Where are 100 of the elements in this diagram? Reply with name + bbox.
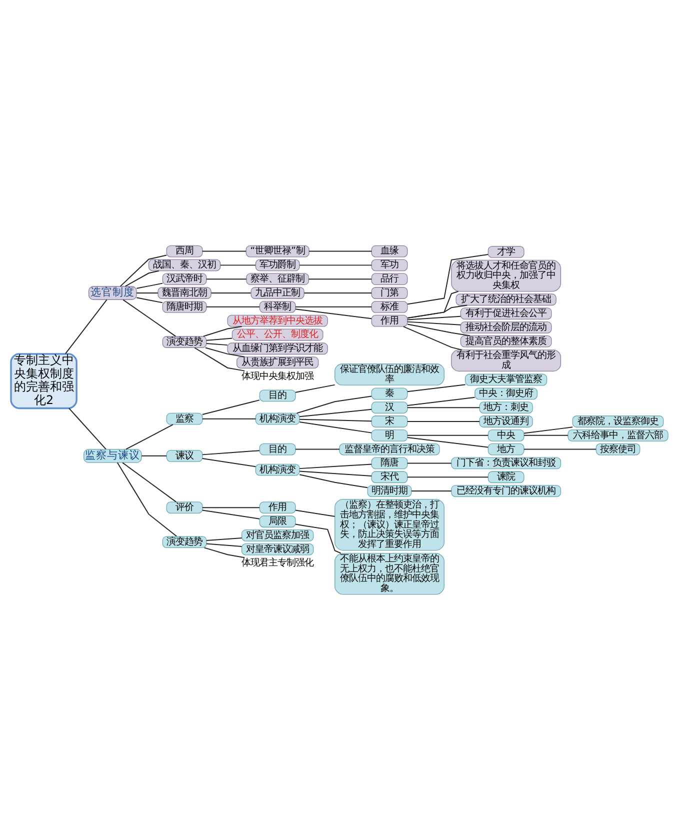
node-box: 地方设通判 — [479, 415, 533, 427]
connector — [202, 325, 242, 336]
connector — [206, 337, 233, 340]
connector — [299, 421, 372, 433]
node-box: 西周 — [166, 244, 203, 257]
connector — [64, 298, 108, 354]
node-box: 标准 — [371, 300, 408, 312]
connector — [308, 250, 372, 252]
node-box: 专制主义中央集权制度的完善和强化2 — [10, 352, 78, 409]
connector — [299, 418, 372, 422]
node-box: 品行 — [371, 272, 408, 285]
connector — [406, 434, 489, 436]
connector — [202, 509, 260, 519]
connector — [524, 426, 573, 434]
node-box: 提高官员的整体素质 — [460, 334, 552, 347]
connector — [402, 326, 463, 350]
node-box: “世卿世禄”制 — [246, 244, 310, 257]
connector — [524, 434, 568, 436]
node-box: 门下省：负责谏议和封驳 — [451, 456, 562, 469]
node-box: 魏晋南北朝 — [158, 286, 212, 298]
node-box: 地方 — [488, 442, 524, 455]
node-box: 从血缘门第到学识才能 — [227, 342, 328, 354]
node-box: 局限 — [259, 515, 296, 527]
node-box: 宋代 — [371, 470, 408, 483]
connector — [141, 454, 168, 456]
node-box: 目的 — [259, 389, 296, 402]
node-box: 军功爵制 — [255, 258, 300, 271]
node-box: 谏议 — [166, 449, 203, 462]
connector — [204, 346, 246, 357]
node-box: 中央 — [488, 428, 524, 441]
connector — [296, 395, 372, 414]
node-box: 察举、征辟制 — [246, 272, 310, 285]
connector — [295, 523, 342, 554]
node-box: 明清时期 — [367, 484, 412, 496]
connector — [407, 254, 489, 304]
connector — [295, 384, 336, 392]
connector — [304, 292, 372, 293]
node-box: 汉 — [371, 401, 408, 414]
node-box: 都察院，设监察御史 — [572, 415, 664, 427]
node-box: 九品中正制 — [250, 286, 304, 298]
node-box: 不能从根本上约束皇帝的无上权力，也不能杜绝官僚队伍中的腐败和低效现象。 — [334, 552, 444, 594]
node-box: 军功 — [371, 258, 408, 271]
connector — [202, 250, 246, 252]
node-box: 监察 — [166, 412, 203, 424]
node-box: 机构演变 — [255, 463, 300, 476]
connector — [299, 264, 372, 266]
node-box: 从地方举荐到中央选拔 — [227, 314, 328, 326]
connector — [206, 536, 242, 540]
node-box: 秦 — [371, 387, 408, 400]
node-box: 战国、秦、汉初 — [148, 258, 221, 271]
connector — [407, 304, 468, 318]
node-box: 谏院 — [488, 470, 524, 483]
connector — [68, 407, 106, 450]
connector — [407, 323, 470, 336]
connector — [125, 424, 174, 450]
node-box: 扩大了统治的社会基础 — [456, 293, 556, 306]
node-box: 有利于社会重学风气的形成 — [451, 349, 562, 371]
node-box: 明 — [371, 428, 408, 441]
connector — [406, 420, 480, 422]
connector — [124, 270, 160, 286]
node-box: 有利于促进社会公平 — [460, 307, 552, 319]
node-box: 门第 — [371, 286, 408, 298]
node-box: 监督皇帝的言行和决策 — [339, 442, 440, 455]
node-box: 监察与谏议 — [84, 448, 142, 462]
connector — [210, 292, 252, 293]
connector — [308, 278, 372, 280]
node-box: 隋唐 — [371, 456, 408, 469]
node-box: 将选拔人才和任命官员的权力收归中央，加强了中央集权 — [451, 259, 562, 292]
connector — [202, 450, 260, 455]
node-box: 作用 — [259, 501, 296, 514]
connector — [299, 474, 368, 488]
connector — [295, 306, 372, 307]
node-box: 公平、公开、制度化 — [232, 328, 324, 340]
connector — [204, 546, 246, 558]
connector — [202, 458, 256, 467]
connector — [295, 448, 340, 450]
node-box: （监察）在整顿吏治，打击地方割据，维护中央集权；（谏议）谏正皇帝过失，防止决策失误等方面发挥了重要作用 — [334, 498, 444, 550]
node-box: 推动社会阶层的流动 — [460, 320, 552, 333]
connector — [406, 320, 462, 325]
node-box: 目的 — [259, 442, 296, 455]
node-box: 按察使司 — [596, 442, 640, 455]
connector — [295, 509, 336, 516]
connector — [406, 462, 452, 464]
connector — [206, 542, 242, 547]
node-box: 六科给事中，监督六部 — [568, 428, 668, 441]
node-box: 对皇帝谏议减弱 — [241, 542, 314, 555]
node-text: 体现君主专制强化 — [242, 557, 314, 568]
node-box: 作用 — [371, 314, 408, 326]
connector — [136, 296, 163, 303]
node-box: 已经没有专门的谏议机构 — [451, 484, 562, 496]
node-box: 演变趋势 — [162, 336, 207, 348]
connector — [202, 506, 260, 508]
connector — [206, 278, 247, 280]
node-box: 血缘 — [371, 244, 408, 257]
connector — [406, 384, 466, 392]
connector — [220, 264, 256, 266]
connector — [206, 342, 228, 346]
connector — [524, 448, 596, 450]
connector — [120, 254, 168, 286]
node-text: 体现中央集权加强 — [242, 370, 314, 382]
